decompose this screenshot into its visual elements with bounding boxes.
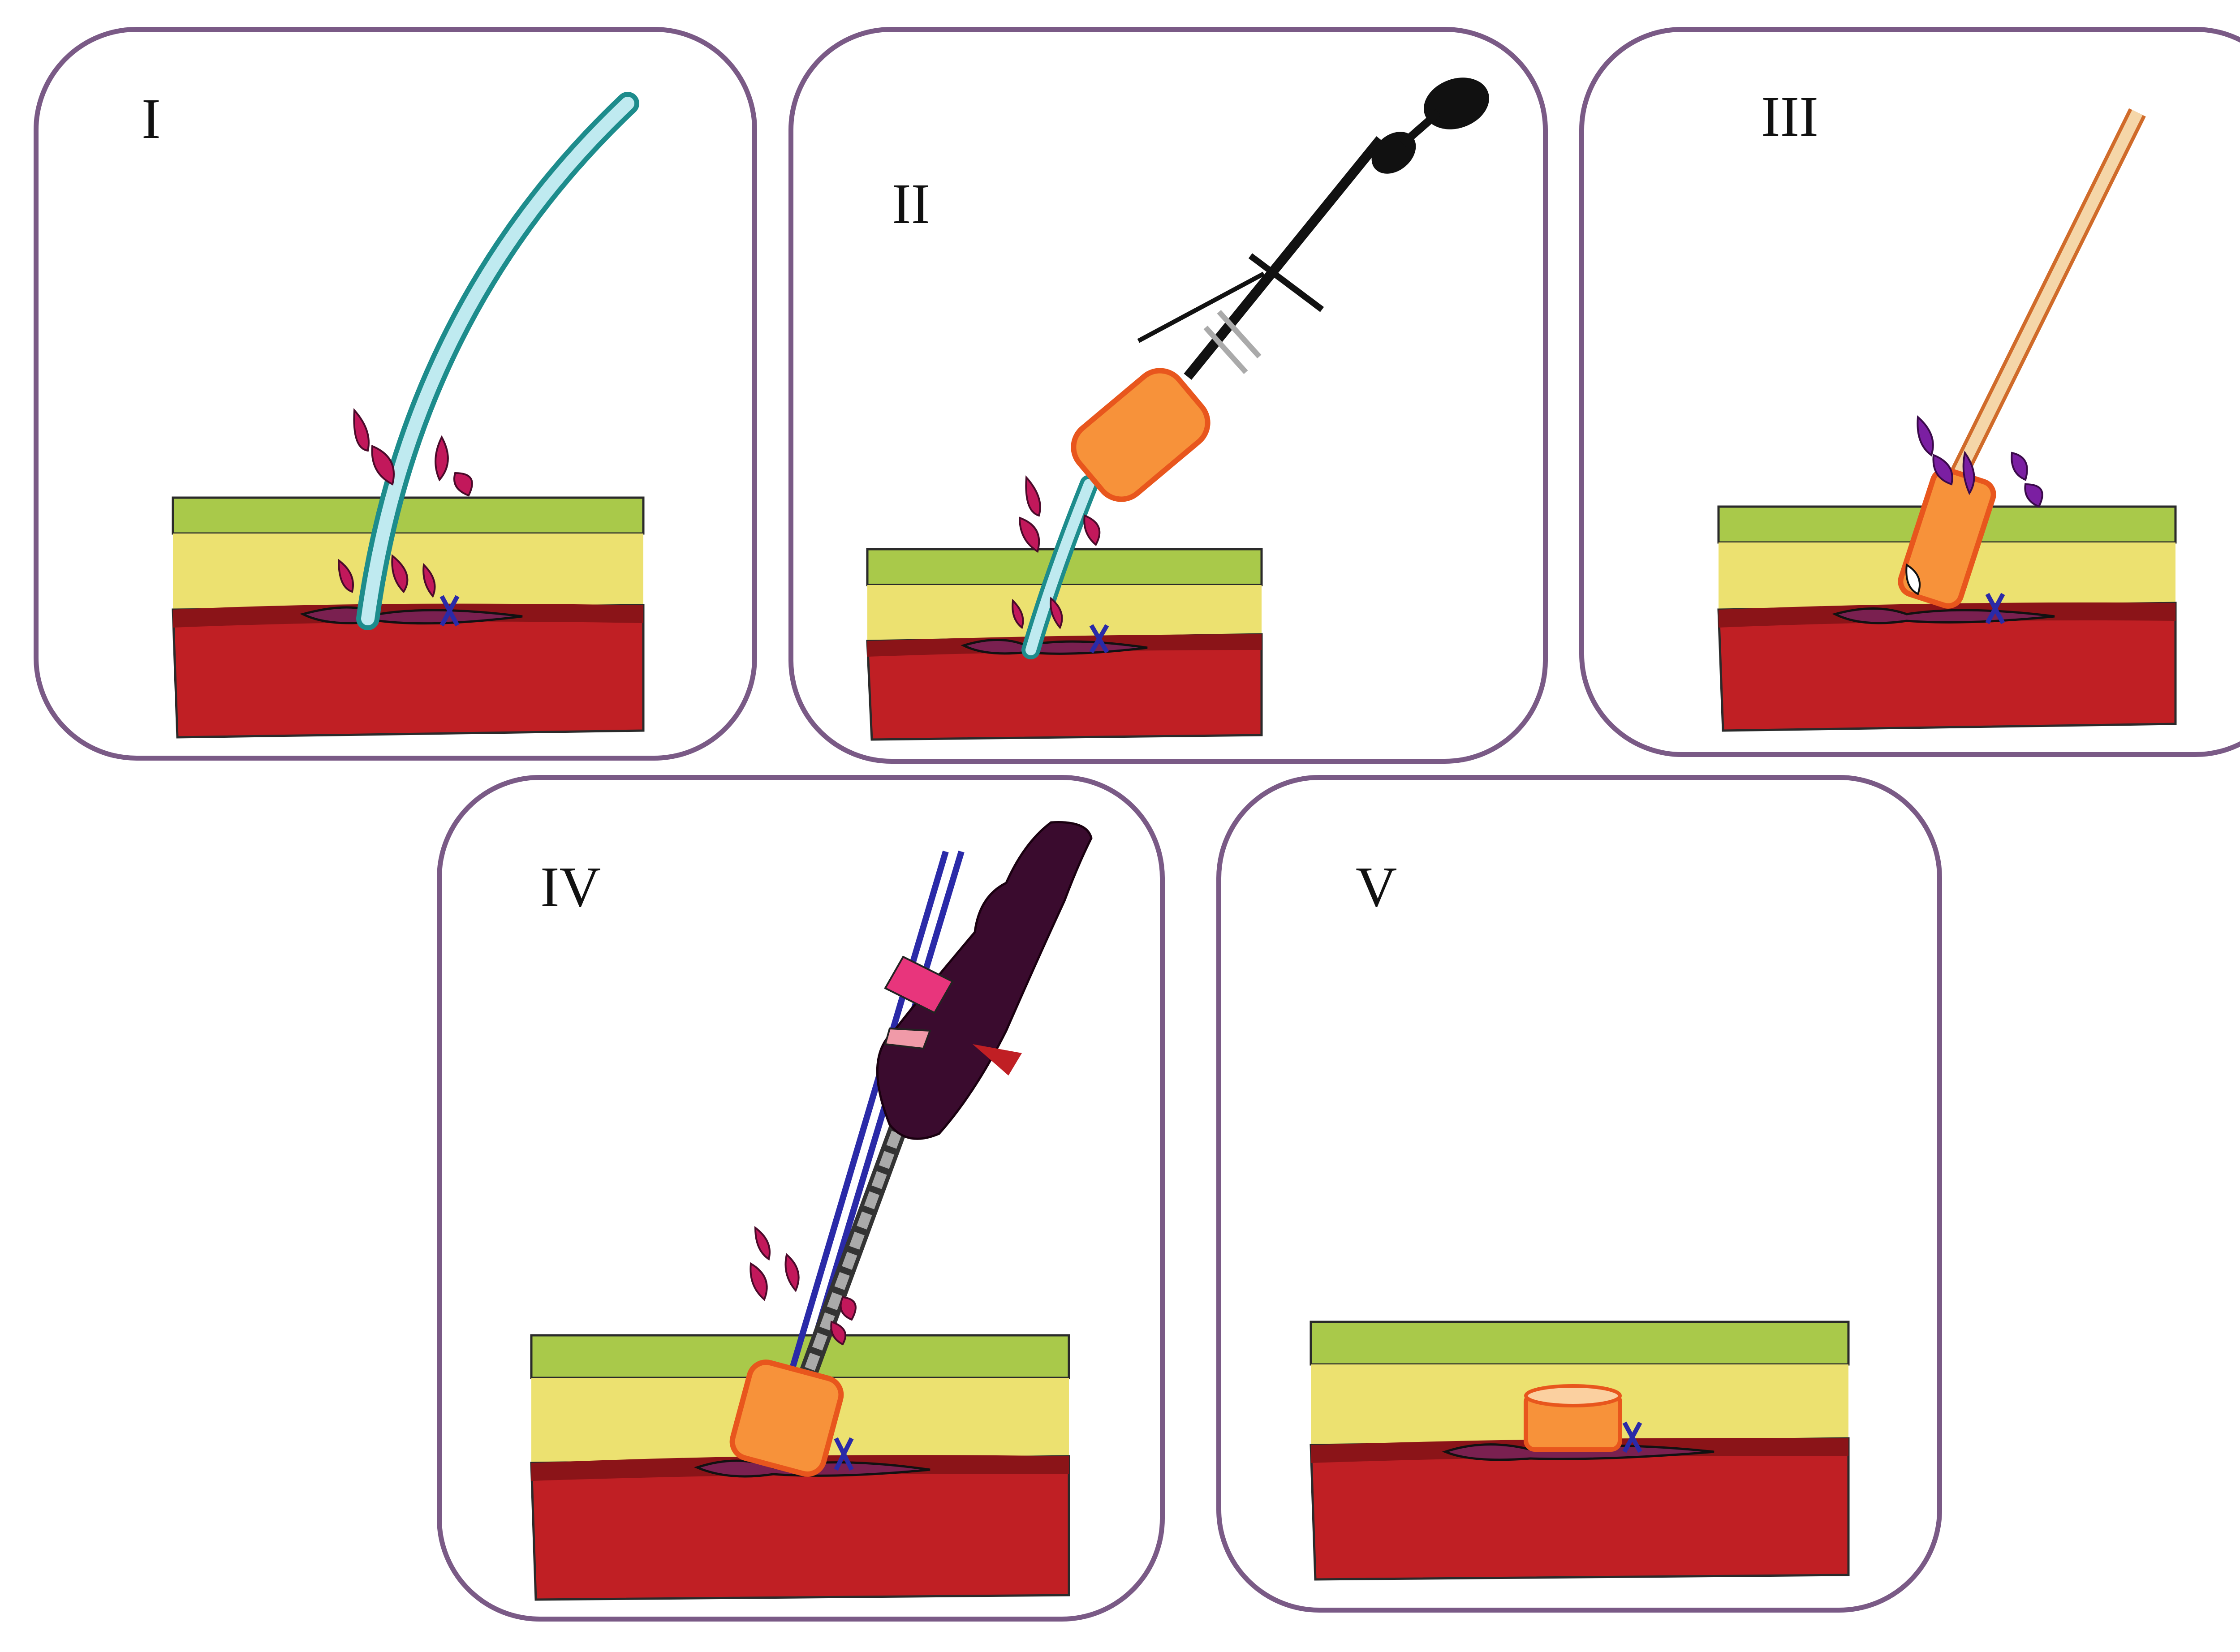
syringe-icon: [1137, 77, 1489, 380]
suture-icon: [439, 595, 460, 627]
suture-icon: [834, 1437, 854, 1471]
blood-drop-icon: [1917, 415, 2043, 508]
vessel-icon: [1442, 1443, 1714, 1461]
panel-label-i: I: [142, 87, 161, 151]
hemostatic-plug-icon: [1071, 368, 1210, 502]
blood-drop-icon: [337, 408, 473, 598]
suture-icon: [1622, 1421, 1642, 1453]
panel-iii-illustration: [1717, 108, 2177, 732]
blood-drop-icon: [750, 1226, 857, 1346]
applicator-icon: [793, 821, 1093, 1393]
catheter-icon: [1934, 108, 2146, 511]
panel-ii: II: [788, 27, 1548, 764]
hemostatic-plug-icon: [729, 1359, 844, 1477]
suture-icon: [1089, 624, 1109, 654]
hemostatic-plug-icon: [1524, 1384, 1622, 1452]
blood-drop-icon: [1012, 475, 1101, 629]
panel-label-ii: II: [892, 172, 930, 236]
drain-tube-icon: [1021, 475, 1098, 659]
suture-icon: [1985, 593, 2005, 624]
drain-tube-icon: [356, 92, 639, 630]
white-drop-icon: [1905, 563, 1921, 595]
panel-ii-illustration: [866, 77, 1489, 741]
panel-i: I: [34, 27, 757, 761]
panel-iv: IV: [437, 775, 1165, 1622]
panel-i-illustration: [172, 92, 645, 739]
panel-iii: III: [1579, 27, 2240, 757]
tissue-layers-icon: [172, 496, 645, 739]
panel-label-v: V: [1356, 855, 1397, 919]
panel-label-iii: III: [1761, 85, 1818, 148]
panel-v: V: [1216, 775, 1942, 1613]
panel-v-illustration: [1310, 1321, 1850, 1581]
panel-label-iv: IV: [540, 855, 601, 919]
panel-iv-illustration: [530, 821, 1093, 1601]
